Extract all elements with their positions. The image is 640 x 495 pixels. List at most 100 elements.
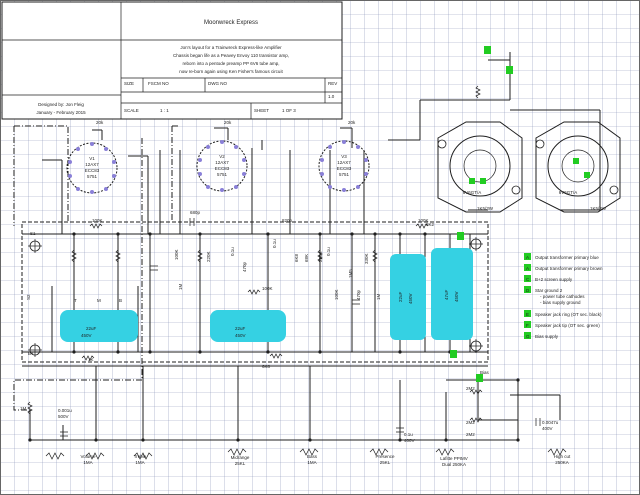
legend-code: E [526,312,529,317]
pot-lafitte-value: Dual 250KA [442,462,466,467]
cap1-volt: 450V [81,333,92,338]
pot-bass-name: Bass [307,454,318,459]
filter-caps: 22uF 450V 22uF 450V 22uF 450V 47uF 450V [60,248,473,342]
v1-name: V1 [89,156,95,161]
rev-label: REV [328,81,337,86]
pots: Volume 1MA Treble 1MA Midrange 25KL Bass… [80,454,571,467]
cap4-volt: 450V [454,291,459,302]
component-label: 0.001u [58,408,72,413]
design-date: January - February 2015 [36,110,86,115]
component-label: 0.1u [272,239,277,248]
pt2-res: 1K5/3W [590,206,607,211]
component-label: S1 [30,231,36,236]
sheet-label: SHEET [254,108,269,113]
legend-marker [524,275,531,282]
component-label: 2M2 [466,420,475,425]
component-label: 1M [178,283,183,290]
component-label: 6K8 [262,364,271,369]
tube-v3: V3 12AX7 ECC83 5751 [318,140,370,192]
v3-type: 12AX7 [337,160,351,165]
junctions [28,232,520,442]
title-block: Moonwreck Express Jon's layout for a Tra… [1,1,343,120]
cap2-value: 22uF [235,326,246,331]
dwg-label: DWG NO [208,81,227,86]
scale-value: 1 : 1 [160,108,169,113]
component-label: 100K [418,218,429,223]
component-label: 100K [174,249,179,260]
pot-presence-value: 25KL [380,460,391,465]
filter-cap-3 [390,254,426,340]
legend-marker [524,332,531,339]
wire-markers [450,46,513,382]
title-block-desc-3: reborn into a pentode preamp PP 6V6 tube… [183,61,280,66]
board-outline [21,221,489,363]
sheet-value: 1 OF 3 [282,108,296,113]
cap2-volt: 450V [235,333,246,338]
legend-text: - power tube cathodes [540,294,585,299]
tube-v2: V2 12AX7 ECC83 5751 [196,140,248,192]
legend-text: Bias supply [535,334,559,339]
component-label: M [97,298,101,303]
component-label: 1M [376,293,381,300]
component-label: 100K [334,289,339,300]
component-label: T [74,298,77,303]
filter-cap-2 [210,310,286,342]
legend-text: B+2 screen supply [535,277,573,282]
component-label: 0.1u [404,432,413,437]
component-label: 470p [242,261,247,272]
v2-alt2: 5751 [217,172,228,177]
component-label: 500V [58,414,69,419]
legend-code: A [526,266,529,271]
component-label: 680p [190,210,201,215]
size-label: SIZE [124,81,134,86]
component-label: 100K [262,286,273,291]
component-label: 0.1u [230,247,235,256]
legend-marker [524,253,531,260]
component-label: 20k [348,120,356,125]
component-label: B [119,298,122,303]
pot-bass-value: 1MA [307,460,316,465]
cap1-value: 22uF [86,326,97,331]
pot-lafitte-name: Lafitte PPIMV [440,456,468,461]
legend-text: Speaker jack tip (OT sec. green) [535,323,600,328]
filter-cap-1 [60,310,138,342]
title-block-title: Moonwreck Express [204,20,258,26]
v2-alt1: ECC83 [215,166,230,171]
component-label: 1K [88,357,94,362]
v1-type: 12AX7 [85,162,99,167]
component-label: 1M [20,406,27,411]
component-label: 20k [224,120,232,125]
component-label: B+ [28,351,34,356]
pot-treble-name: Treble [134,454,147,459]
component-label: 0.1u [326,247,331,256]
rev-value: 1.0 [328,94,335,99]
component-label: 0.0047u [542,420,559,425]
legend-text: Star ground 2 [535,288,563,293]
component-label: 100K [92,218,103,223]
resistors [27,85,567,460]
fscm-label: FSCM NO [148,81,169,86]
component-label: 400V [542,426,553,431]
component-label: 220K [318,251,323,262]
cap4-value: 47uF [444,289,449,300]
title-block-desc-2: Chassis began life as a Peavey Envoy 110… [173,53,289,58]
pt1-res: 1K5/3W [477,206,494,211]
component-label: 2M2 [466,432,475,437]
component-label: Bias [480,370,490,375]
component-label: 1M5 [348,269,353,278]
legend-text: Speaker jack ring (OT sec. black) [535,312,602,317]
legend-code: D [526,288,530,293]
component-label: 220K [206,251,211,262]
component-label: 6K8 [294,253,299,262]
v1-alt2: 5751 [87,174,98,179]
component-label: 2M2 [466,386,475,391]
legend-code: F [526,323,529,328]
component-label: 470p [356,289,361,300]
pot-middle-name: Midrange [231,455,250,460]
component-label: 400V [404,438,415,443]
pot-volume-value: 1MA [83,460,92,465]
